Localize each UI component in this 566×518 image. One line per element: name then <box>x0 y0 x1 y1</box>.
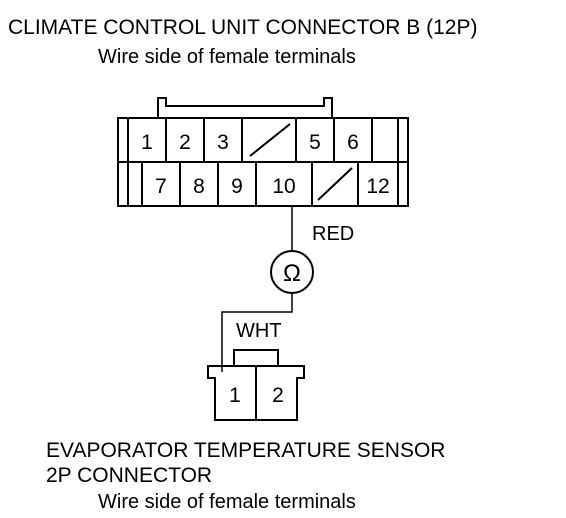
terminal-label: 1 <box>229 384 241 407</box>
empty-cavity-4 <box>249 123 291 157</box>
connector-b-subtitle: Wire side of female terminals <box>98 46 356 68</box>
sensor-connector-title-1: EVAPORATOR TEMPERATURE SENSOR <box>46 439 445 462</box>
sensor-connector-title-2: 2P CONNECTOR <box>46 464 212 487</box>
connector-b <box>117 97 409 207</box>
connector-b-title: CLIMATE CONTROL UNIT CONNECTOR B (12P) <box>8 16 477 39</box>
terminal-label: 7 <box>155 175 167 198</box>
connector-b-bottom-row: 7 8 9 10 12 <box>155 175 390 198</box>
ohm-symbol: Ω <box>283 260 301 287</box>
connector-b-top-row: 1 2 3 5 6 <box>141 131 359 154</box>
terminal-label: 1 <box>141 131 153 154</box>
sensor-connector-subtitle: Wire side of female terminals <box>98 491 356 513</box>
wht-lead-wire <box>221 293 293 372</box>
terminal-label: 6 <box>347 131 359 154</box>
terminal-label: 2 <box>272 384 284 407</box>
connector-b-lock-tab <box>157 97 333 118</box>
sensor-connector-lock-tab <box>233 349 279 367</box>
red-lead-label: RED <box>312 223 354 245</box>
terminal-label: 9 <box>231 175 243 198</box>
wht-lead-label: WHT <box>236 320 282 342</box>
empty-cavity-11 <box>317 167 353 201</box>
terminal-label: 2 <box>179 131 191 154</box>
sensor-connector-terminals: 1 2 <box>229 384 284 407</box>
terminal-label: 5 <box>309 131 321 154</box>
terminal-label: 10 <box>272 175 295 198</box>
terminal-label: 8 <box>193 175 205 198</box>
sensor-connector-shell <box>207 365 305 421</box>
terminal-label: 12 <box>366 175 389 198</box>
terminal-label: 3 <box>217 131 229 154</box>
sensor-connector <box>207 349 305 421</box>
